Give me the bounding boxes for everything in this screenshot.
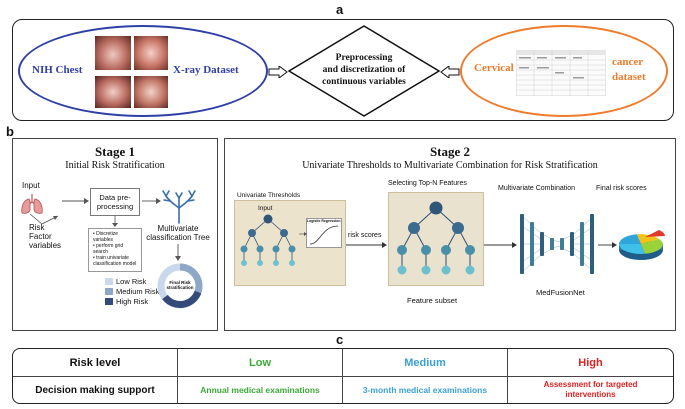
- step-discretize: • Discretize variables: [93, 231, 119, 243]
- medfusionnet-network-icon: [520, 214, 595, 274]
- data-preprocessing-box: Data pre- processing: [90, 188, 140, 216]
- multivariate-combination-label: Multivariate Combination: [498, 185, 576, 192]
- final-risk-scores-label: Final risk scores: [596, 185, 647, 192]
- step-train: • train univariate classification model: [93, 255, 137, 267]
- stage1-frame: [12, 138, 218, 331]
- risk-level-row: Risk level Low Medium High: [13, 349, 673, 377]
- preprocessing-steps-box: • Discretize variables • perform grid se…: [88, 228, 142, 272]
- panel-letter-a: a: [336, 2, 344, 17]
- panel-a-frame: [12, 19, 674, 121]
- preprocessing-diamond: [287, 25, 441, 117]
- preprocessing-line2: and discretization of: [322, 65, 406, 75]
- risk-level-medium: Medium: [343, 349, 508, 376]
- feature-subset-label: Feature subset: [407, 296, 458, 305]
- tree-to-logistic-arrow: [299, 232, 307, 236]
- legend-high-label: High Risk: [116, 297, 149, 306]
- risk-table: Risk level Low Medium High Decision maki…: [12, 348, 674, 404]
- cervical-label-line2: cancer: [612, 56, 644, 68]
- network-to-pie-arrow: [598, 242, 617, 248]
- selecting-top-n-label: Selecting Top-N Features: [388, 180, 467, 187]
- risk-factor-label: Risk Factor variables: [29, 223, 62, 250]
- univariate-input-label: Input: [258, 205, 273, 212]
- arrow-to-preprocessing: [62, 198, 89, 204]
- risk-scores-arrow: [346, 242, 387, 248]
- decision-support-row: Decision making support Annual medical e…: [13, 377, 673, 403]
- legend-medium-label: Medium Risk: [116, 287, 160, 296]
- legend-low-swatch: [105, 278, 113, 285]
- cervical-label-line3: dataset: [612, 71, 646, 83]
- classification-tree-icon: [162, 190, 196, 224]
- feature-to-network-arrow: [484, 242, 517, 248]
- panel-letter-b: b: [6, 124, 14, 139]
- risk-factor-connector: [29, 213, 59, 225]
- univariate-tree-icon: [240, 214, 296, 266]
- arrow-to-tree: [142, 198, 161, 204]
- stage1-subtitle: Initial Risk Stratification: [65, 160, 165, 171]
- decision-support-high: Assessment for targeted interventions: [543, 380, 638, 399]
- step-discretize-text: Discretize variables: [93, 231, 119, 243]
- xray-thumbnail-2: [134, 36, 168, 70]
- arrow-left-a: [440, 66, 460, 78]
- nih-label-line1: NIH Chest: [32, 64, 83, 76]
- decision-support-low: Annual medical examinations: [178, 377, 343, 403]
- legend-medium-swatch: [105, 288, 113, 295]
- final-risk-donut-label: Final Risk stratification: [166, 280, 194, 290]
- decision-support-medium: 3-month medical examinations: [343, 377, 508, 403]
- risk-scores-label: risk scores: [348, 232, 382, 239]
- risk-level-high: High: [578, 356, 603, 369]
- cervical-dataset-ellipse: [460, 25, 668, 117]
- stage2-title: Stage 2: [429, 144, 471, 159]
- stage1-input-label: Input: [22, 181, 40, 190]
- xray-thumbnail-3: [95, 76, 131, 108]
- arrow-preprocessing-down: [112, 216, 118, 227]
- preprocessing-text: Preprocessing and discretization of cont…: [290, 52, 438, 88]
- tree-label: Multivariate classification Tree: [146, 224, 210, 242]
- lungs-icon: [21, 194, 43, 214]
- stage2-frame: [224, 138, 676, 331]
- arrow-right-a: [268, 66, 288, 78]
- final-risk-donut: [157, 263, 203, 309]
- legend-low-label: Low Risk: [116, 277, 147, 286]
- medfusionnet-label: MedFusionNet: [536, 288, 585, 297]
- risk-level-low: Low: [178, 349, 343, 376]
- logistic-regression-label: Logistic Regression: [307, 219, 341, 223]
- preprocessing-line1: Preprocessing: [335, 53, 393, 63]
- logistic-curve-icon: [309, 225, 339, 245]
- arrow-tree-down: [175, 244, 181, 261]
- step-grid-search-text: perform grid search: [93, 243, 124, 255]
- xray-thumbnail-1: [95, 36, 131, 70]
- cervical-spreadsheet-thumbnail: [516, 50, 606, 96]
- panel-letter-c: c: [336, 332, 344, 347]
- nih-label-line2: X-ray Dataset: [173, 64, 239, 76]
- step-grid-search: • perform grid search: [93, 243, 124, 255]
- step-train-text: train univariate classification model: [93, 255, 137, 267]
- univariate-thresholds-label: Univariate Thresholds: [237, 192, 301, 199]
- stage1-title: Stage 1: [94, 144, 136, 159]
- risk-level-header: Risk level: [13, 349, 178, 376]
- nih-dataset-ellipse: [18, 25, 268, 117]
- preprocessing-line3: continuous variables: [322, 77, 406, 87]
- stage2-subtitle: Univariate Thresholds to Multivariate Co…: [302, 160, 598, 171]
- final-risk-pie-icon: [619, 230, 665, 260]
- legend-high-swatch: [105, 298, 113, 305]
- xray-thumbnail-4: [134, 76, 168, 108]
- decision-support-header: Decision making support: [13, 377, 178, 403]
- cervical-label-line1: Cervical: [474, 62, 514, 74]
- feature-subset-tree-icon: [397, 201, 475, 275]
